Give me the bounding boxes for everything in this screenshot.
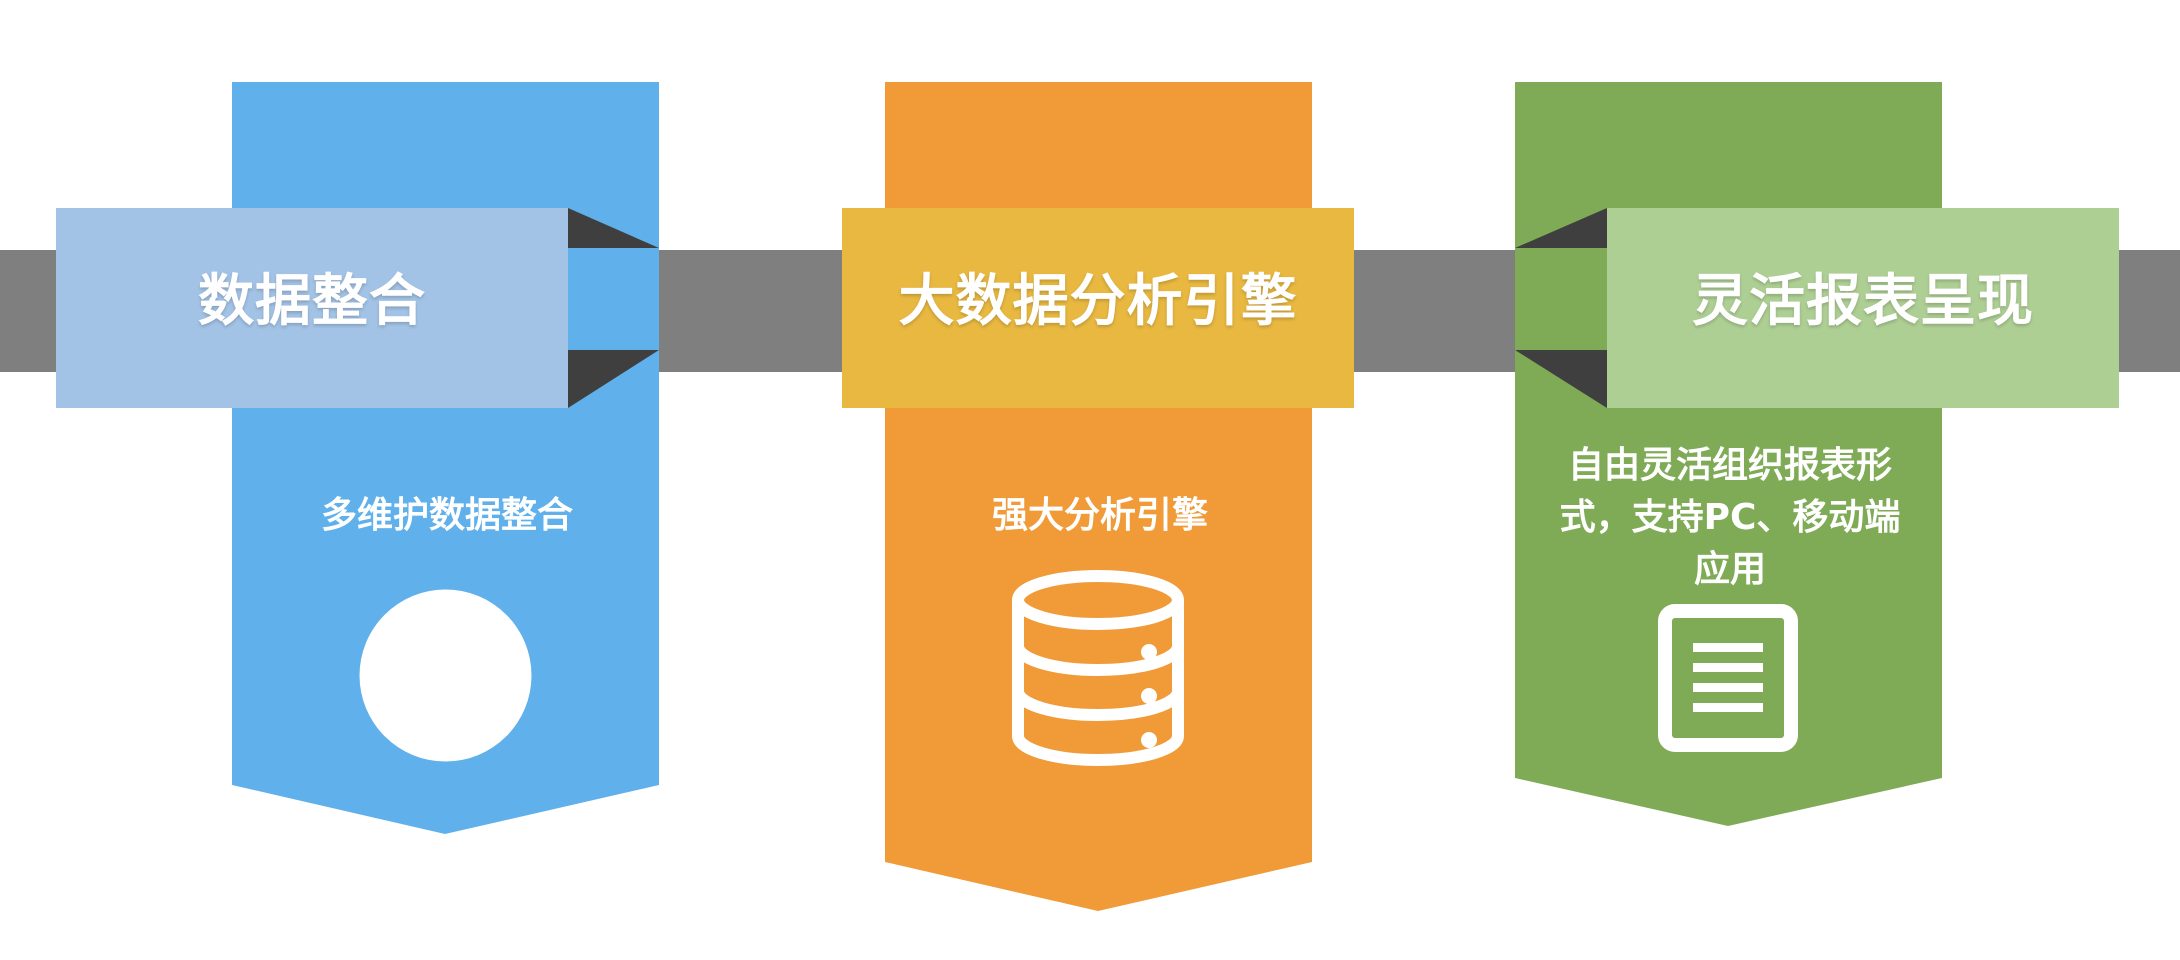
header-report-display — [1607, 208, 2119, 408]
database-icon — [1012, 570, 1184, 766]
fold-top-3 — [1515, 208, 1607, 248]
fold-bottom-1 — [568, 350, 659, 408]
panel-3-description: 自由灵活组织报表形式，支持PC、移动端应用 — [1559, 445, 1901, 591]
aperture-icon — [359, 589, 532, 762]
panel-3-title: 灵活报表呈现 — [1692, 269, 2034, 334]
header-analysis-engine — [842, 208, 1354, 408]
fold-top-1 — [568, 208, 659, 248]
panel-1-title: 数据整合 — [198, 269, 426, 334]
fold-bottom-3 — [1515, 350, 1607, 408]
panel-1-description: 多维护数据整合 — [320, 495, 573, 536]
panel-2-title: 大数据分析引擎 — [898, 269, 1298, 334]
panel-2-description: 强大分析引擎 — [991, 495, 1208, 536]
header-data-integration — [56, 208, 568, 408]
document-icon — [1658, 604, 1798, 752]
